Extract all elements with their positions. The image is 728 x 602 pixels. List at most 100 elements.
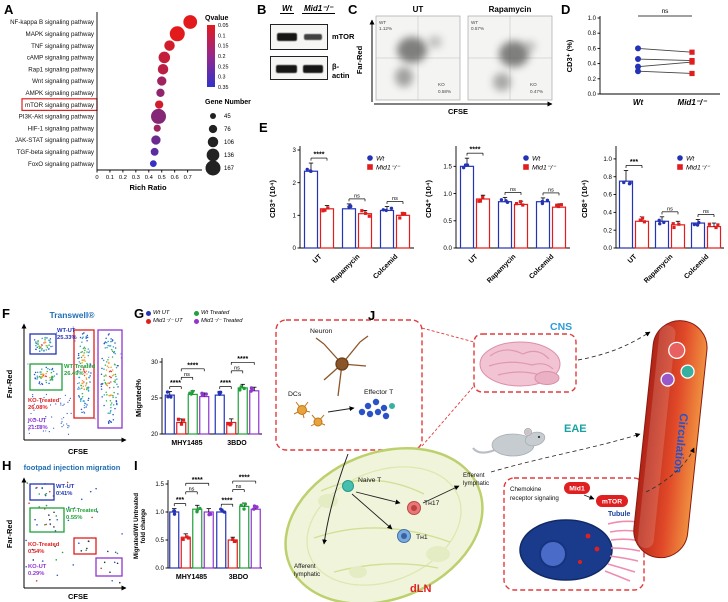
- flow-dot: [38, 345, 40, 347]
- flow-dot: [61, 426, 63, 428]
- data-point: [242, 507, 246, 511]
- gate-label: KO-UT: [28, 564, 47, 570]
- flow-dot: [114, 342, 116, 344]
- bar: [395, 214, 411, 249]
- flow-dot: [55, 403, 57, 405]
- flow-dot: [86, 340, 88, 342]
- y-tick-label: 0.6: [603, 192, 612, 199]
- flow-dot: [107, 359, 109, 361]
- data-point: [638, 218, 642, 222]
- flow-dot: [77, 383, 79, 385]
- flow-dot: [116, 403, 118, 406]
- flow-dot: [43, 349, 45, 352]
- flow-dot: [31, 394, 34, 396]
- flow-dot: [44, 494, 47, 497]
- flow-dot: [112, 413, 114, 416]
- pathway-dot: [157, 63, 169, 75]
- flow-dot: [78, 376, 80, 379]
- flow-dot: [27, 363, 29, 365]
- flow-dot: [25, 539, 27, 542]
- flow-dot: [48, 382, 50, 385]
- flow-dot: [49, 523, 52, 525]
- flow-dot: [112, 346, 115, 348]
- panel-h-flow-plot: footpad injection migration Far-Red CFSE…: [5, 463, 127, 601]
- flow-dot: [56, 332, 58, 334]
- flow-dot: [87, 371, 90, 373]
- gate-wt-treated: [29, 507, 65, 533]
- flow-dot: [77, 354, 80, 357]
- sig-label: ***: [630, 159, 638, 166]
- data-point: [228, 423, 232, 427]
- naive-to-th17-arrow: [355, 491, 401, 505]
- flow-dot: [66, 481, 69, 484]
- bar: [475, 198, 491, 249]
- flow-dot: [112, 374, 115, 376]
- y-tick-label: 1.5: [155, 481, 164, 488]
- y-tick-label: 0.0: [603, 245, 612, 252]
- flow-dot: [83, 369, 85, 371]
- bar: [199, 395, 210, 435]
- flow-dot: [88, 377, 90, 379]
- gate-label: WT-Treated: [64, 364, 96, 370]
- flow-dot: [83, 388, 85, 390]
- footpad-title: footpad injection migration: [24, 463, 121, 472]
- data-point: [716, 223, 720, 227]
- flow-dot: [52, 370, 55, 373]
- bar: [319, 208, 335, 249]
- flow-dot: [34, 371, 37, 374]
- flow-dot: [36, 524, 38, 526]
- bar: [164, 394, 175, 435]
- pair-line: [637, 70, 693, 74]
- flow-dot: [36, 343, 38, 345]
- flow-dot: [85, 383, 87, 385]
- flow-dot: [61, 421, 63, 423]
- gate-pct: 0.54%: [28, 549, 44, 555]
- flow-dot: [54, 530, 57, 532]
- flow-dot: [67, 401, 69, 403]
- flow-dot: [83, 333, 85, 335]
- panel-e-cd3-barchart: CD3⁺ (10⁴)0123UT****RapamycinnsColcemidn…: [268, 146, 414, 285]
- flow-dot: [53, 427, 55, 429]
- flow-dot: [35, 348, 37, 351]
- flow-dot: [36, 376, 39, 379]
- flow-dot: [117, 393, 119, 395]
- lane-label-wt: Wt: [280, 4, 295, 14]
- flow-dot: [46, 370, 48, 373]
- data-point: [243, 502, 248, 506]
- gate-pct: 0.29%: [28, 571, 44, 577]
- flow-dot: [83, 374, 86, 377]
- sig-label: ****: [222, 498, 233, 505]
- y-tick-label: 2: [293, 180, 297, 187]
- blood-vessel: Circulation: [633, 320, 708, 559]
- flow-dot: [49, 518, 51, 521]
- flow-dot: [85, 377, 88, 379]
- y-axis-label: CD3⁺ (%): [565, 39, 574, 72]
- flow-dot: [113, 363, 116, 366]
- flow-dot: [77, 357, 79, 360]
- flow-dot: [81, 341, 83, 343]
- cns-inset-box: [275, 319, 423, 451]
- flow-dot: [105, 337, 107, 340]
- flow-dot: [117, 386, 119, 388]
- flow-dot: [110, 338, 112, 340]
- flow-dot: [110, 402, 113, 404]
- pathway-dot: [151, 108, 167, 124]
- flow-dot: [56, 373, 58, 375]
- gate-pct: 26.49%: [64, 371, 84, 377]
- flow-dot: [116, 562, 119, 565]
- flow-dot: [108, 375, 111, 378]
- quadrant-ko-name: KO: [438, 82, 445, 87]
- pathway-label: cAMP signaling pathway: [27, 55, 95, 62]
- flow-dot: [69, 397, 71, 400]
- flow-dot: [37, 342, 39, 344]
- flow-dot: [67, 433, 70, 435]
- y-tick-label: 3: [293, 147, 297, 154]
- data-point: [657, 218, 661, 223]
- data-point: [400, 211, 405, 216]
- th1-label: Tʜ1: [416, 534, 428, 541]
- flow-dot: [32, 559, 35, 561]
- sig-label: ns: [510, 187, 516, 193]
- flow-dot: [26, 482, 29, 484]
- y-axis-label: CD4⁺ (10⁴): [424, 179, 433, 218]
